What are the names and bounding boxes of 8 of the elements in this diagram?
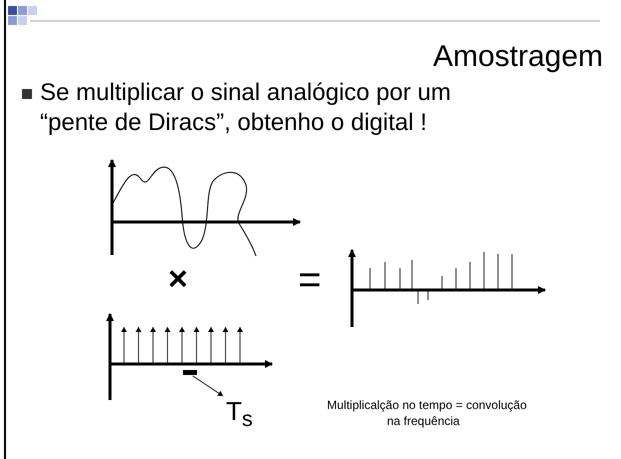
sampling-period-bar [183,370,197,375]
multiply-sign: × [168,262,188,296]
note-text: Multiplicalção no tempo = convolução na frequência [327,397,528,429]
equals-sign: = [298,260,322,300]
bullet-text: Se multiplicar o sinal analógico por um “pente de Diracs”, obtenho o digital ! [40,78,452,138]
period-label: T$_{s}$ [226,396,253,434]
slide-title: Amostragem [432,40,603,74]
leader-line [192,376,224,396]
